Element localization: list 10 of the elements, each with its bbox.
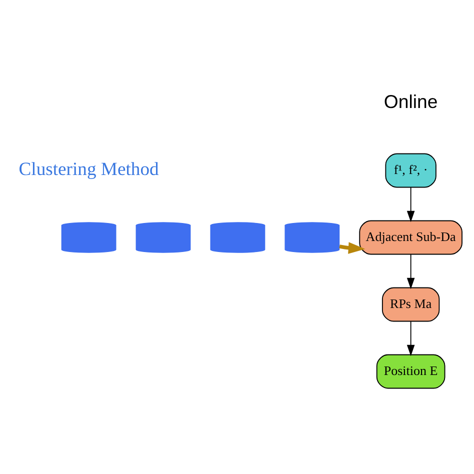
node-box: f¹, f², ·: [385, 152, 436, 188]
arrow: [339, 242, 366, 254]
arrow: [406, 186, 415, 222]
node-box: Adjacent Sub-Da: [359, 220, 462, 254]
node-box: RPs Ma: [382, 286, 440, 322]
node-box: Position E: [376, 354, 446, 388]
label: Online: [384, 90, 438, 112]
label: Clustering Method: [18, 158, 159, 180]
arrow: [406, 320, 415, 356]
arrow: [406, 254, 415, 289]
